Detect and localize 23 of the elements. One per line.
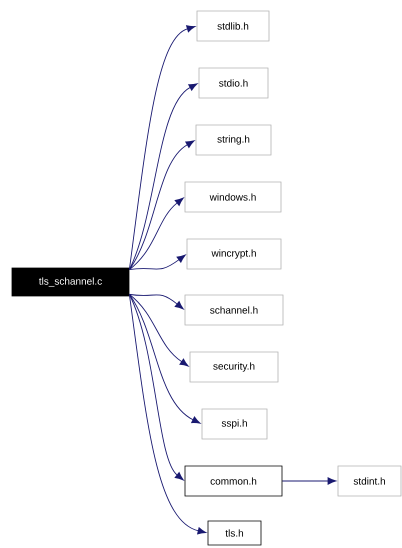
arrow: [128, 294, 184, 480]
file-box: stdio.h: [198, 68, 268, 98]
file-box: schannel.h: [184, 294, 284, 326]
file-box: tls.h: [208, 520, 262, 546]
arrow: [128, 294, 206, 534]
file-box: security.h: [190, 352, 278, 382]
file-box: common.h: [184, 466, 282, 496]
file-box: stdlib.h: [196, 10, 270, 42]
arrow: [128, 294, 200, 424]
arrow: [128, 140, 195, 270]
arrow: [128, 25, 196, 270]
file-box: tls_schannel.c: [12, 268, 130, 296]
file-box: wincrypt.h: [186, 238, 282, 270]
arrow: [128, 198, 184, 270]
arrow: [128, 254, 186, 270]
file-box: windows.h: [184, 182, 282, 212]
file-box: sspi.h: [202, 408, 268, 440]
file-box: string.h: [196, 124, 272, 156]
arrow: [128, 294, 189, 366]
file-box: stdint.h: [338, 466, 402, 496]
arrow: [282, 477, 336, 485]
arrow: [128, 83, 198, 270]
arrow: [128, 294, 184, 310]
